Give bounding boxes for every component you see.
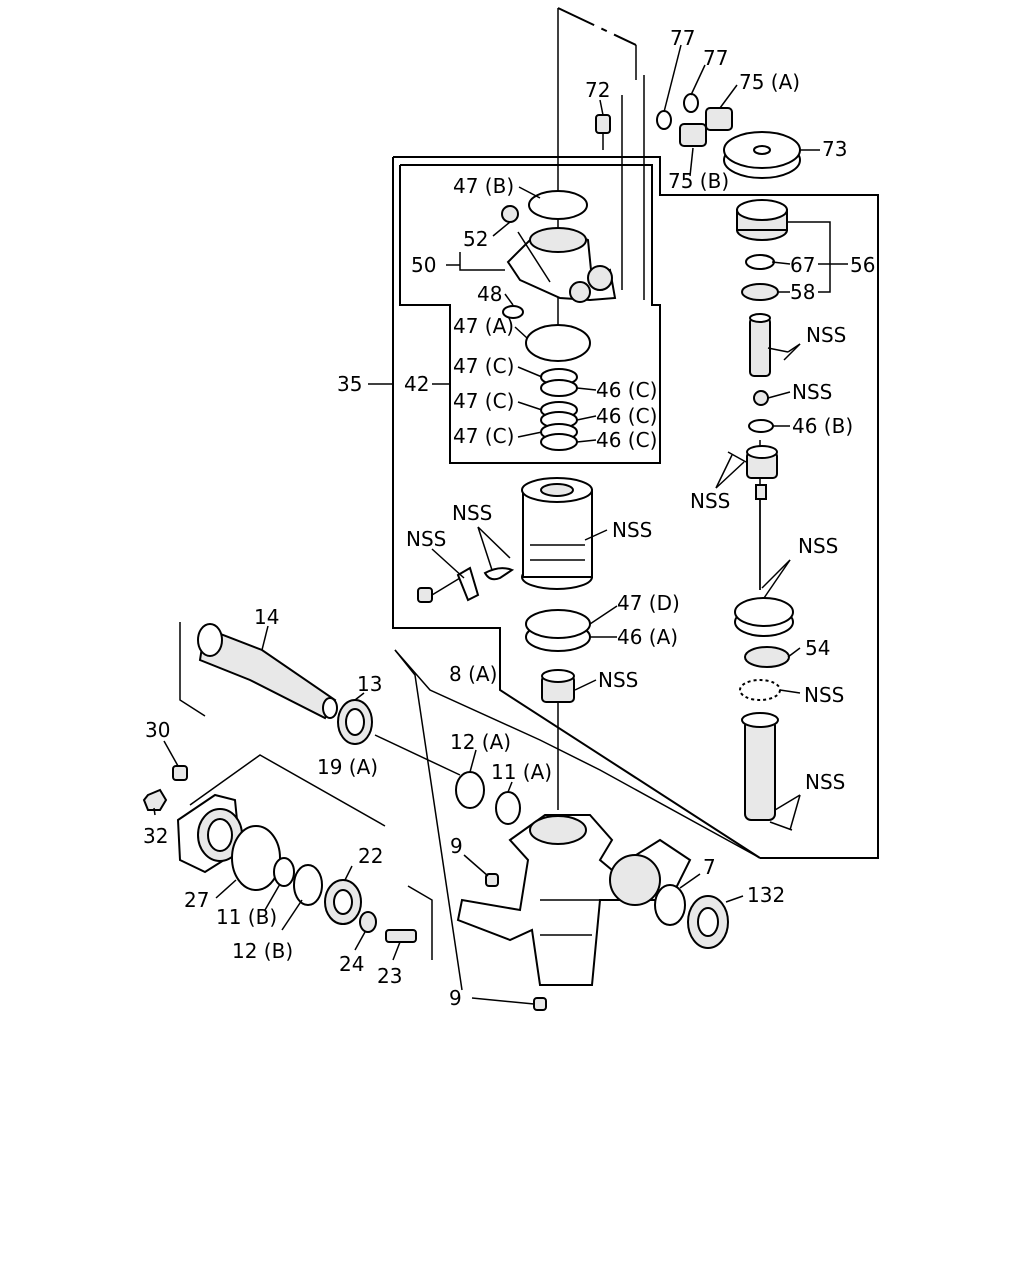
group-19a-outline	[189, 754, 433, 960]
callout-46a: 46 (A)	[617, 625, 678, 649]
callout-23: 23	[377, 964, 402, 988]
callout-50: 50	[411, 253, 436, 277]
seal-13-part	[337, 699, 373, 745]
callout-nss-b: NSS	[406, 527, 446, 551]
seal-7-132-parts	[654, 884, 729, 949]
callout-46b: 46 (B)	[792, 414, 853, 438]
callout-32: 32	[143, 824, 168, 848]
callout-19a: 19 (A)	[317, 755, 378, 779]
callout-8a: 8 (A)	[449, 662, 497, 686]
callout-48: 48	[477, 282, 502, 306]
callout-30: 30	[145, 718, 170, 742]
valve-shaft-part	[749, 313, 789, 377]
callout-9-bottom: 9	[449, 986, 462, 1010]
side-cover-19a-part	[142, 765, 243, 874]
callout-12a: 12 (A)	[450, 730, 511, 754]
valve-spool-part	[727, 445, 778, 590]
callout-75a: 75 (A)	[739, 70, 800, 94]
callout-nss-plug: NSS	[598, 668, 638, 692]
worm-shaft-part	[741, 712, 793, 831]
piston-part	[521, 477, 593, 590]
callout-11a: 11 (A)	[491, 760, 552, 784]
callout-47b: 47 (B)	[453, 174, 514, 198]
group-35-outline	[392, 156, 879, 859]
callout-47d: 47 (D)	[617, 591, 680, 615]
valve-housing-50-part	[501, 190, 617, 319]
callout-46c-1: 46 (C)	[596, 378, 657, 402]
callout-nss-worm: NSS	[805, 770, 845, 794]
group-8a-outline	[179, 622, 761, 991]
callout-7: 7	[703, 855, 716, 879]
callout-73: 73	[822, 137, 847, 161]
callout-75b: 75 (B)	[668, 169, 729, 193]
seal-rings-46c-47c-parts	[525, 324, 591, 451]
callout-24: 24	[339, 952, 364, 976]
cover-parts-27-11b-12b-22	[231, 825, 362, 925]
callout-58: 58	[790, 280, 815, 304]
callout-labels: 77 77 75 (A) 72 73 75 (B) 47 (B) 52 50 6…	[143, 26, 875, 1010]
callout-11b: 11 (B)	[216, 905, 277, 929]
group-42-outline	[399, 164, 661, 464]
nss-screw-clip-parts	[417, 566, 515, 603]
fitting-75-parts	[679, 107, 733, 147]
bolt-24-23-parts	[359, 911, 417, 943]
callout-132: 132	[747, 883, 785, 907]
leader-lines	[153, 44, 848, 1005]
callout-46c-3: 46 (C)	[596, 428, 657, 452]
callout-22: 22	[358, 844, 383, 868]
callout-77b: 77	[703, 46, 728, 70]
sector-shaft-14-part	[197, 623, 338, 720]
callout-56: 56	[850, 253, 875, 277]
bearing-56-assembly-parts	[736, 199, 788, 301]
callout-27: 27	[184, 888, 209, 912]
callout-14: 14	[254, 605, 279, 629]
callout-47c-1: 47 (C)	[453, 354, 514, 378]
callout-77a: 77	[670, 26, 695, 50]
cover-73-part	[723, 131, 801, 179]
callout-9-top: 9	[450, 834, 463, 858]
callout-nss-rod: NSS	[798, 534, 838, 558]
callout-46c-2: 46 (C)	[596, 404, 657, 428]
callout-72: 72	[585, 78, 610, 102]
bearing-54-parts	[734, 597, 794, 701]
callout-67: 67	[790, 253, 815, 277]
nuts-9-parts	[485, 873, 547, 1011]
callout-nss-balls: NSS	[804, 683, 844, 707]
callout-47c-2: 47 (C)	[453, 389, 514, 413]
callout-54: 54	[805, 636, 830, 660]
nss-plug-part	[541, 669, 575, 703]
callout-nss-c: NSS	[612, 518, 652, 542]
callout-13: 13	[357, 672, 382, 696]
bolt-72-part	[595, 114, 611, 150]
callout-nss-a: NSS	[452, 501, 492, 525]
callout-nss-pins: NSS	[690, 489, 730, 513]
callout-12b: 12 (B)	[232, 939, 293, 963]
seal-12a-11a-parts	[455, 771, 521, 825]
callout-35: 35	[337, 372, 362, 396]
seal-ring-47d-46a-parts	[525, 609, 591, 652]
gear-housing-part	[456, 814, 692, 986]
callout-42: 42	[404, 372, 429, 396]
callout-47c-3: 47 (C)	[453, 424, 514, 448]
callout-47a: 47 (A)	[453, 314, 514, 338]
callout-nss-ball: NSS	[792, 380, 832, 404]
callout-nss-valve-shaft: NSS	[806, 323, 846, 347]
callout-52: 52	[463, 227, 488, 251]
